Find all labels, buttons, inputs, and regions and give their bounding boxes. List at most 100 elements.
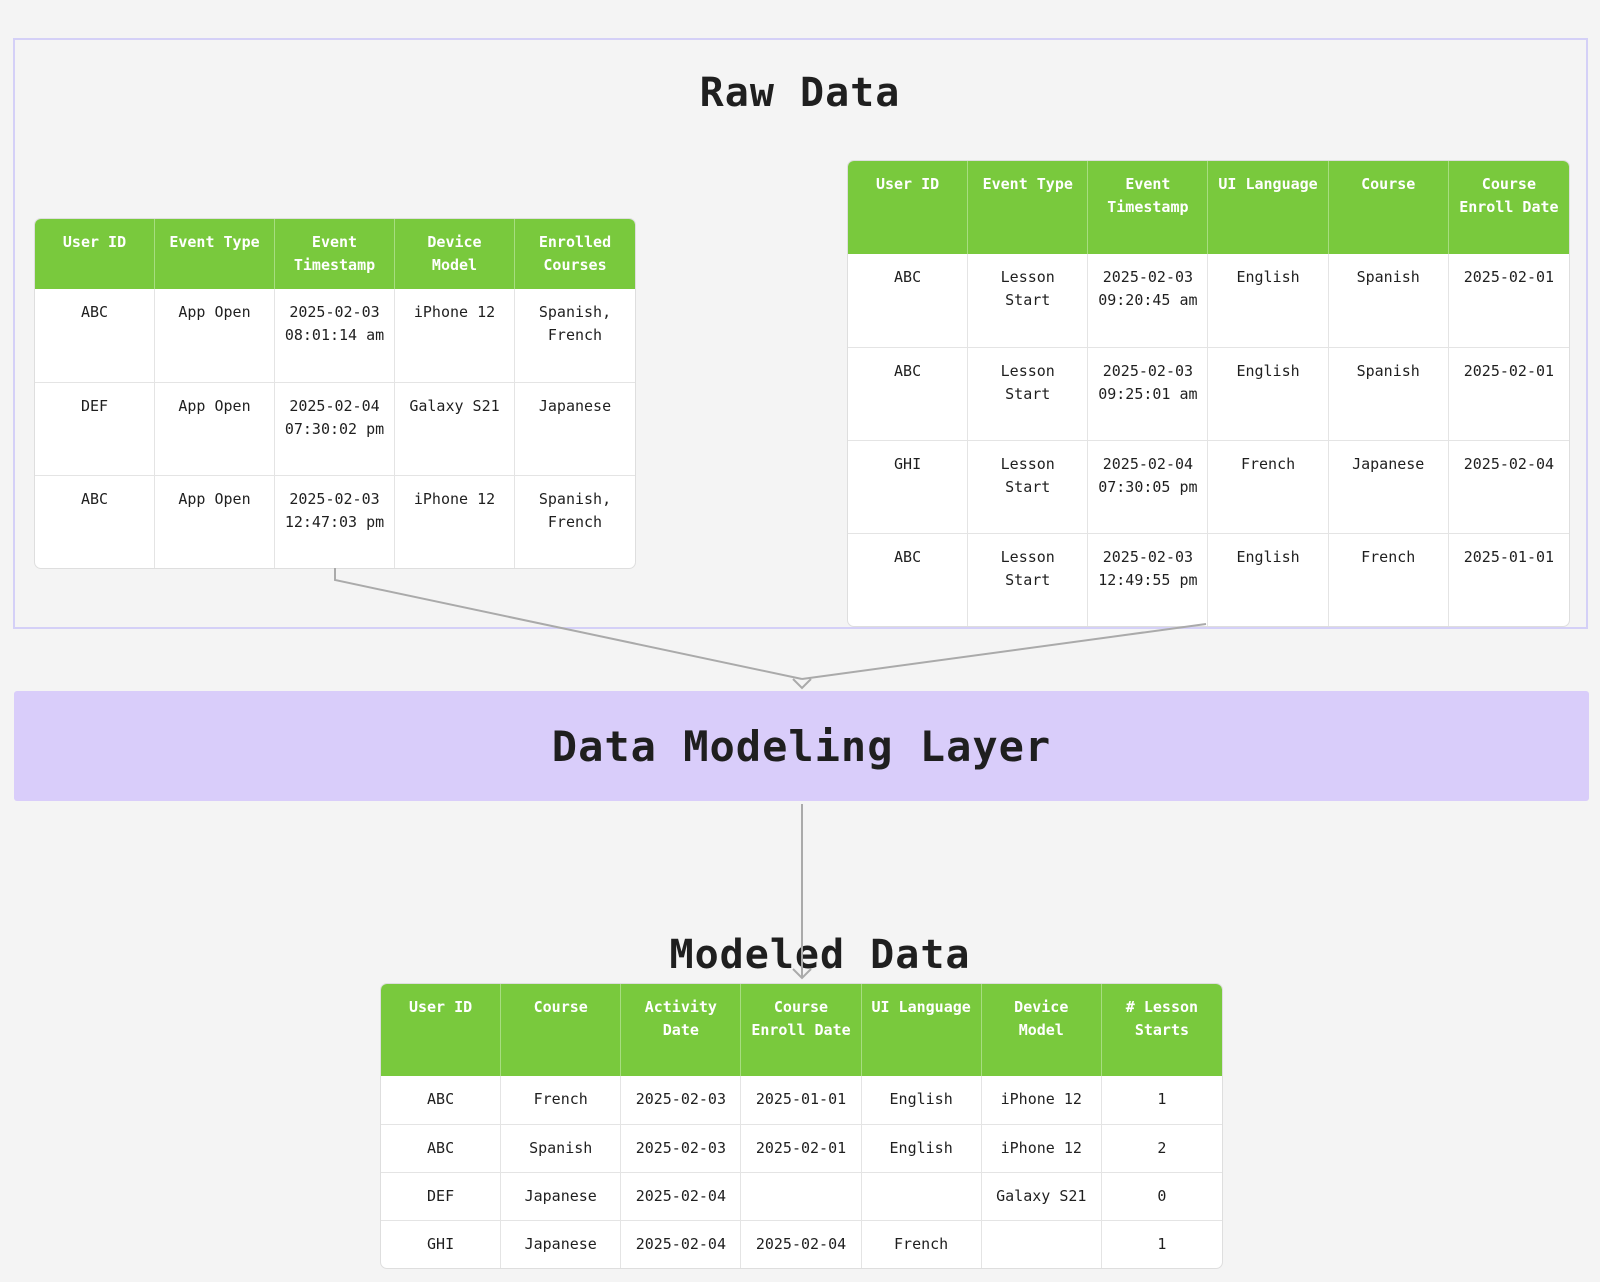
table-cell xyxy=(861,1172,982,1220)
table-cell: Galaxy S21 xyxy=(981,1172,1102,1220)
table-cell xyxy=(981,1220,1102,1268)
column-header: Device Model xyxy=(395,219,515,289)
data-modeling-layer-label: Data Modeling Layer xyxy=(551,721,1052,771)
table-cell: 2025-01-01 xyxy=(1448,533,1569,626)
table-cell: ABC xyxy=(381,1124,502,1172)
table-cell: 2025-02-04 xyxy=(621,1172,742,1220)
table-cell: 2025-02-01 xyxy=(1463,268,1555,286)
table-cell: 2025-02-03 08:01:14 am xyxy=(275,289,395,382)
data-modeling-layer: Data Modeling Layer xyxy=(14,691,1589,801)
table-cell: 0 xyxy=(1101,1172,1222,1220)
table-cell: English xyxy=(1208,347,1329,440)
table-cell: Spanish xyxy=(501,1124,622,1172)
table-cell: 2025-02-03 12:47:03 pm xyxy=(275,475,395,568)
table-cell: Spanish xyxy=(1328,347,1449,440)
table-cell: 2025-02-04 xyxy=(1448,440,1569,533)
table-cell: 2025-02-04 xyxy=(621,1220,742,1268)
table-cell: iPhone 12 xyxy=(982,1076,1102,1124)
table-cell: 2025-02-03 09:20:45 am xyxy=(1088,254,1209,347)
table-cell: Lesson Start xyxy=(968,254,1089,347)
table-cell xyxy=(741,1172,862,1220)
column-header: Event Timestamp xyxy=(1088,161,1209,254)
table-cell: English xyxy=(1208,533,1329,626)
table-cell: GHI xyxy=(381,1220,502,1268)
column-header: User ID xyxy=(848,161,969,254)
column-header: Device Model xyxy=(981,984,1102,1076)
table-cell: 2025-02-03 09:25:01 am xyxy=(1088,347,1209,440)
table-cell: French xyxy=(1328,533,1449,626)
table-cell: 2025-02-03 12:49:55 pm xyxy=(1088,533,1209,626)
raw-data-title: Raw Data xyxy=(699,70,901,116)
column-header: Activity Date xyxy=(621,984,742,1076)
table-cell: Japanese xyxy=(501,1220,622,1268)
column-header: Enrolled Courses xyxy=(515,219,635,289)
column-header: Event Timestamp xyxy=(275,219,395,289)
table-cell: Spanish, French xyxy=(515,475,635,568)
table-cell: ABC xyxy=(381,1076,502,1124)
table-cell: 2025-02-01 xyxy=(1448,347,1569,440)
table-cell: Lesson Start xyxy=(968,440,1089,533)
table-cell: 2025-02-04 xyxy=(741,1220,862,1268)
table-cell: iPhone 12 xyxy=(981,1124,1102,1172)
table-cell: 2025-02-03 xyxy=(621,1124,742,1172)
table-cell: 2 xyxy=(1101,1124,1222,1172)
table-cell: ABC xyxy=(35,289,155,382)
table-cell: 2025-02-01 xyxy=(741,1124,862,1172)
table-cell: 2025-02-03 xyxy=(621,1076,742,1124)
column-header: Course Enroll Date xyxy=(1448,161,1569,254)
column-header: Event Type xyxy=(155,219,275,289)
table-cell: ABC xyxy=(35,475,155,568)
table-cell: Spanish xyxy=(1329,254,1449,347)
table-cell: 1 xyxy=(1101,1220,1222,1268)
table-cell: English xyxy=(861,1124,982,1172)
table-cell: English xyxy=(862,1076,982,1124)
table-cell: 2025-02-04 07:30:02 pm xyxy=(275,382,395,475)
table-cell: English xyxy=(1208,254,1329,347)
table-cell: Spanish, French xyxy=(538,303,612,344)
table-cell: Japanese xyxy=(515,382,635,475)
table-cell: 2025-01-01 xyxy=(741,1076,862,1124)
table-cell: DEF xyxy=(381,1172,502,1220)
column-header: UI Language xyxy=(1208,161,1329,254)
table-cell: iPhone 12 xyxy=(395,289,515,382)
table-cell: App Open xyxy=(155,475,275,568)
table-cell: Lesson Start xyxy=(968,533,1089,626)
table-cell: French xyxy=(501,1076,622,1124)
table-cell: Japanese xyxy=(501,1172,622,1220)
column-header: User ID xyxy=(381,984,502,1076)
column-header: UI Language xyxy=(861,984,982,1076)
column-header: Course xyxy=(501,984,622,1076)
table-cell: DEF xyxy=(35,382,155,475)
table-cell: App Open xyxy=(155,382,275,475)
arrowhead-into-layer xyxy=(792,678,812,690)
table-cell: App Open xyxy=(155,289,275,382)
table-cell: ABC xyxy=(848,254,969,347)
column-header: # Lesson Starts xyxy=(1101,984,1222,1076)
table-cell: French xyxy=(861,1220,982,1268)
column-header: Course xyxy=(1328,161,1449,254)
table-cell: GHI xyxy=(848,440,969,533)
column-header: User ID xyxy=(35,219,155,289)
column-header: Course Enroll Date xyxy=(741,984,862,1076)
table-cell: 1 xyxy=(1157,1090,1167,1108)
table-cell: ABC xyxy=(848,347,969,440)
table-cell: 2025-02-04 07:30:05 pm xyxy=(1088,440,1209,533)
column-header: Event Type xyxy=(968,161,1089,254)
table-cell: French xyxy=(1208,440,1329,533)
modeled-data-title: Modeled Data xyxy=(669,932,971,978)
